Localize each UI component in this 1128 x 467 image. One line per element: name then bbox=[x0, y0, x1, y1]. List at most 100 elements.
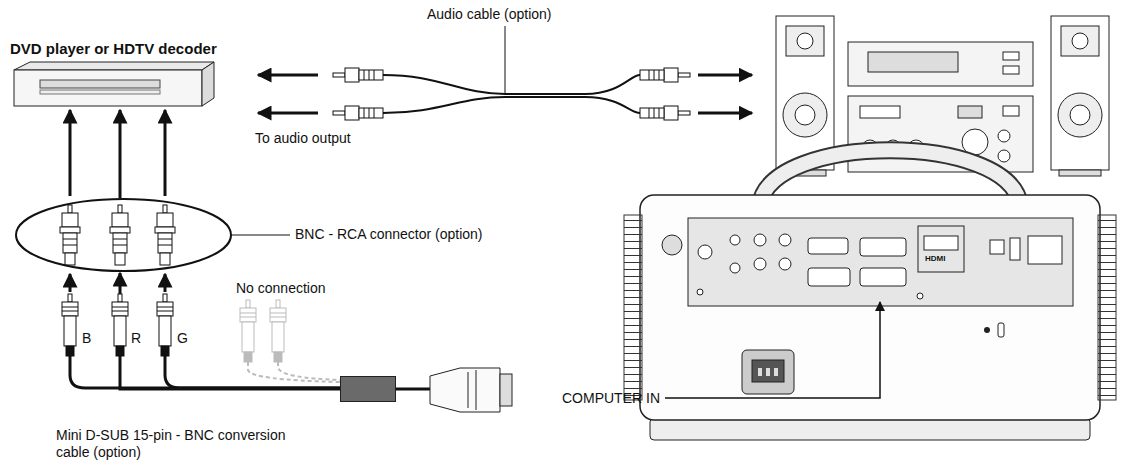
projector-body bbox=[640, 195, 1100, 420]
unused-cable bbox=[278, 362, 340, 380]
volume-knob bbox=[962, 129, 988, 155]
signal-name: R bbox=[131, 330, 141, 347]
stereo-system bbox=[776, 16, 1109, 176]
arrow bbox=[69, 110, 72, 196]
projector-handle bbox=[760, 150, 1020, 205]
bnc-rca-adapter bbox=[155, 205, 175, 265]
woofer-cone bbox=[1070, 105, 1090, 125]
audio-jack bbox=[730, 263, 740, 273]
connector-group: BNC - RCA connector (option) bbox=[15, 198, 232, 272]
audio-cable bbox=[383, 75, 640, 94]
port-label: COMPUTER IN bbox=[562, 390, 672, 407]
leader-arrow bbox=[665, 302, 880, 398]
knob bbox=[885, 140, 901, 156]
leader-line bbox=[232, 235, 290, 236]
leader-line bbox=[505, 26, 506, 94]
bnc-plug bbox=[62, 294, 78, 356]
vent bbox=[624, 215, 642, 400]
plug-ridge bbox=[476, 370, 477, 410]
sensor bbox=[662, 235, 682, 255]
tuner-unit bbox=[848, 42, 1033, 86]
pin bbox=[774, 368, 778, 376]
woofer-cone bbox=[795, 105, 815, 125]
bnc-plug bbox=[157, 294, 173, 356]
pin bbox=[758, 368, 762, 376]
tweeter-box bbox=[786, 26, 824, 56]
rca-plug bbox=[640, 68, 690, 82]
arrow bbox=[258, 112, 318, 115]
disc-tray bbox=[40, 80, 160, 88]
audio-cable bbox=[383, 97, 640, 113]
lan-port bbox=[1028, 236, 1062, 264]
conversion-box: Mini D-SUB 15-pin - BNC conversion cable… bbox=[340, 376, 396, 402]
rca-plug bbox=[640, 106, 690, 120]
dsub-connector bbox=[500, 374, 512, 406]
tray-lip bbox=[40, 90, 160, 94]
vent bbox=[1098, 215, 1116, 400]
arrow bbox=[69, 274, 72, 292]
speaker-base bbox=[784, 170, 826, 176]
knob bbox=[998, 130, 1010, 142]
player-front bbox=[14, 70, 202, 106]
usb-port bbox=[990, 240, 1004, 254]
video-jack bbox=[779, 234, 791, 246]
speaker bbox=[1051, 16, 1109, 170]
screw bbox=[917, 293, 923, 299]
ellipse-outline bbox=[15, 198, 232, 272]
display bbox=[868, 52, 958, 72]
projector-handle bbox=[760, 150, 1020, 205]
power-socket bbox=[752, 360, 784, 382]
note-label: No connection bbox=[236, 280, 326, 297]
caption-label: Mini D-SUB 15-pin - BNC conversion cable… bbox=[56, 427, 316, 461]
unused-bnc-plug bbox=[270, 300, 286, 362]
pin bbox=[766, 368, 770, 376]
hdmi-port bbox=[924, 236, 958, 250]
serial-port bbox=[808, 238, 848, 254]
power-inlet bbox=[742, 350, 794, 394]
signal-name: G bbox=[177, 330, 188, 347]
button bbox=[1003, 52, 1019, 60]
player-top bbox=[14, 62, 214, 70]
computer-in-port bbox=[860, 238, 906, 256]
button-row bbox=[860, 106, 900, 118]
signal-name: B bbox=[82, 330, 91, 347]
arrow bbox=[698, 74, 752, 77]
rca-jack bbox=[754, 234, 766, 246]
projector-node: COMPUTER IN bbox=[628, 118, 1118, 438]
connector-arrow bbox=[119, 110, 122, 198]
bnc-cable bbox=[165, 356, 340, 388]
knob bbox=[862, 140, 878, 156]
arrow bbox=[164, 110, 167, 196]
lock-slot bbox=[998, 323, 1004, 337]
device-title: DVD player or HDTV decoder bbox=[10, 40, 270, 57]
arrow bbox=[164, 274, 167, 292]
monitor-out-port bbox=[808, 268, 850, 286]
amplifier-unit bbox=[848, 96, 1033, 172]
video-jack bbox=[779, 258, 791, 270]
arrow bbox=[698, 112, 752, 115]
audio-jack bbox=[698, 245, 712, 259]
rca-plug bbox=[333, 106, 383, 120]
projector-base bbox=[650, 418, 1090, 440]
display bbox=[958, 106, 982, 118]
bnc-plug bbox=[112, 294, 128, 356]
woofer bbox=[783, 93, 827, 137]
terminal-panel bbox=[688, 218, 1073, 306]
plug-ridge bbox=[468, 372, 469, 408]
screw bbox=[697, 289, 703, 295]
note-label: To audio output bbox=[255, 130, 351, 147]
bnc-rca-adapter bbox=[110, 205, 130, 265]
unused-bnc-plug bbox=[240, 300, 256, 362]
switch bbox=[1010, 238, 1020, 260]
arrow bbox=[258, 74, 318, 77]
rca-plug bbox=[333, 68, 383, 82]
part-label: BNC - RCA connector (option) bbox=[295, 226, 555, 243]
woofer bbox=[1058, 93, 1102, 137]
lock-symbol bbox=[984, 327, 990, 333]
projector bbox=[624, 150, 1116, 440]
audio-jack bbox=[730, 235, 740, 245]
